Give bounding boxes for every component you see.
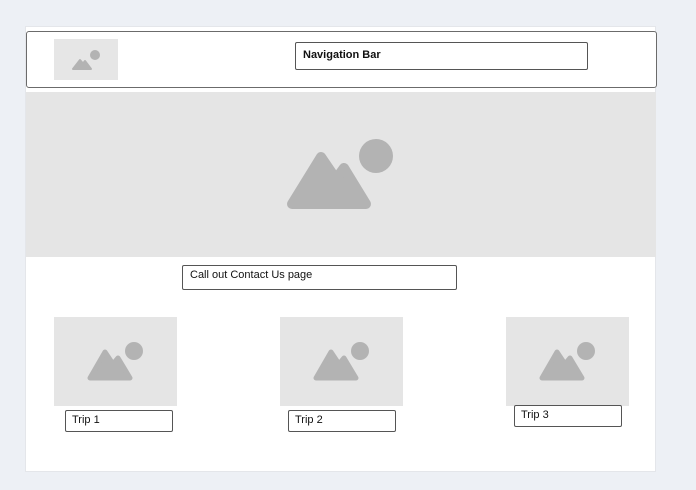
trip-1-image-placeholder[interactable] — [54, 317, 177, 406]
trip-2-image-placeholder[interactable] — [280, 317, 403, 406]
image-placeholder-icon — [539, 342, 595, 381]
trip-3-label-box[interactable]: Trip 3 — [514, 405, 622, 427]
trip-1-label-box[interactable]: Trip 1 — [65, 410, 173, 432]
trip-3-image-placeholder[interactable] — [506, 317, 629, 406]
hero-image-placeholder — [26, 92, 656, 257]
contact-us-callout[interactable]: Call out Contact Us page — [182, 265, 457, 290]
callout-label: Call out Contact Us page — [190, 269, 313, 281]
image-placeholder-icon — [313, 342, 369, 381]
image-placeholder-icon — [287, 139, 393, 209]
navigation-bar-label: Navigation Bar — [303, 49, 381, 61]
navigation-bar[interactable]: Navigation Bar — [295, 42, 588, 70]
trip-label: Trip 3 — [521, 409, 549, 421]
trip-label: Trip 2 — [295, 414, 323, 426]
trip-label: Trip 1 — [72, 414, 100, 426]
image-placeholder-icon — [87, 342, 143, 381]
image-placeholder-icon — [72, 50, 100, 70]
logo-placeholder — [54, 39, 118, 80]
trip-2-label-box[interactable]: Trip 2 — [288, 410, 396, 432]
